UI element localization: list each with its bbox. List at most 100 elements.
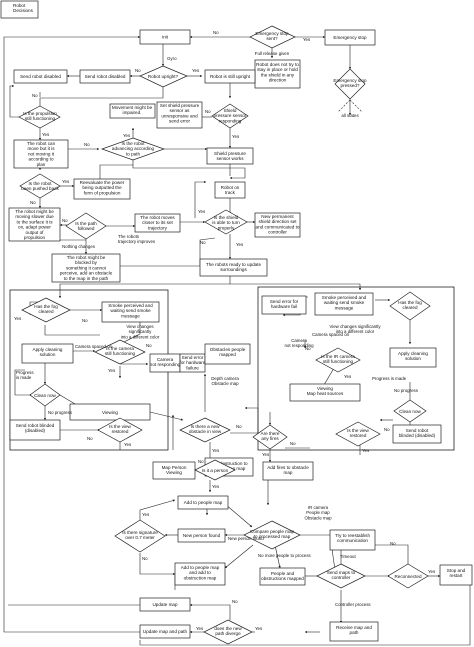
e-no-adv-text: No: [84, 142, 90, 147]
e-yes-top-text: Yes: [303, 37, 311, 42]
node-pressure-q: [211, 103, 249, 129]
node-add-people-obs: [174, 562, 226, 586]
node-new-obstacle-q: [179, 417, 231, 443]
e-no-view-r-text: No: [384, 427, 390, 432]
person-q-text: Is it a person: [202, 468, 229, 473]
node-propulsion-q: [18, 105, 61, 129]
node-add-fires: [262, 461, 314, 481]
e-yes-prop-text: Yes: [42, 132, 50, 137]
node-upright-q: [139, 65, 188, 88]
node-camera-q: [94, 339, 146, 365]
e-yes-div-text: Yes: [196, 626, 204, 631]
node-set-pressure: [156, 101, 203, 129]
e-yes-turn-text: Yes: [198, 209, 206, 214]
e-ctrl-process-text: Controller process: [335, 602, 371, 607]
node-map-person: [152, 461, 196, 480]
node-moves-closer: [134, 213, 181, 233]
all-states-text: all states: [341, 113, 359, 118]
e-yes-path-text: Yes: [236, 242, 244, 247]
e-no-sig-text: No: [142, 556, 148, 561]
node-blocked: [51, 253, 121, 283]
e-gyro-text: Gyro: [167, 56, 177, 61]
update-map-text: Update map: [152, 602, 177, 607]
node-obstacles-mapped: [204, 343, 251, 365]
node-view-restored-l: [97, 417, 143, 443]
node-send-blinded-l: [9, 419, 61, 441]
node-emergency-pressed: [334, 68, 366, 100]
e-yes-cam-text: Yes: [108, 368, 116, 373]
node-fires-q: [252, 424, 288, 450]
node-signature-q: [114, 519, 166, 553]
node-send-disabled-2: [79, 69, 131, 84]
node-still-upright: [204, 69, 256, 84]
e-yes-view-r-text: Yes: [362, 448, 370, 453]
node-reestablish: [329, 529, 376, 551]
e-yes-up-text: Yes: [192, 68, 200, 73]
node-view-restored-r: [335, 421, 381, 447]
add-people-text: Add to people map: [184, 500, 223, 505]
node-send-hw-error-r: [261, 295, 307, 315]
e-no-more-text: No more people to process: [258, 553, 312, 558]
e-no-progress-l-text: No progress: [48, 410, 73, 415]
node-smoke-msg-l: [101, 301, 160, 323]
node-compare-q: [243, 520, 301, 550]
e-no-path-text: No: [62, 218, 68, 223]
e-yes-fires-text: Yes: [262, 452, 270, 457]
clean-now-l-text: Clean now: [34, 393, 56, 398]
emergency-stop-text: Emergency stop: [333, 35, 367, 40]
node-update-map-path: [139, 624, 191, 639]
e-no-fires-text: No: [290, 441, 296, 446]
edge-labels: No Yes Gyro No Yes No Yes No Yes Yes No …: [14, 30, 436, 631]
node-on-track: [214, 181, 246, 199]
e-no-press-text: No: [205, 109, 211, 114]
e-no-obs-text: No: [236, 424, 242, 429]
node-shield-works: [206, 147, 254, 165]
node-emergency-stop: [324, 29, 376, 46]
e-no-turn-text: No: [200, 240, 206, 245]
node-clean-now-r: [393, 399, 427, 423]
node-advancing-q: [100, 137, 166, 161]
node-apply-clean-l: [21, 343, 74, 364]
e-timeout-text: Timeout: [340, 554, 356, 559]
node-send-blinded-r: [392, 424, 442, 444]
node-apply-clean-r: [389, 347, 437, 368]
e-yes-person-text: Yes: [212, 484, 220, 489]
e-no-rec-text: No: [390, 541, 396, 546]
node-emergency-q: [249, 25, 296, 49]
viewing-l-text: Viewing: [102, 410, 118, 415]
node-init: [139, 29, 191, 45]
node-add-people: [177, 495, 229, 510]
send-disabled-2-text: Send robot disabled: [85, 74, 126, 79]
node-receive-map: [329, 621, 379, 642]
node-stop-restart: [439, 564, 473, 586]
node-init-label: init: [162, 35, 169, 40]
node-pushed-back-q: [19, 173, 61, 199]
e-no-ir-text: No: [305, 346, 311, 351]
